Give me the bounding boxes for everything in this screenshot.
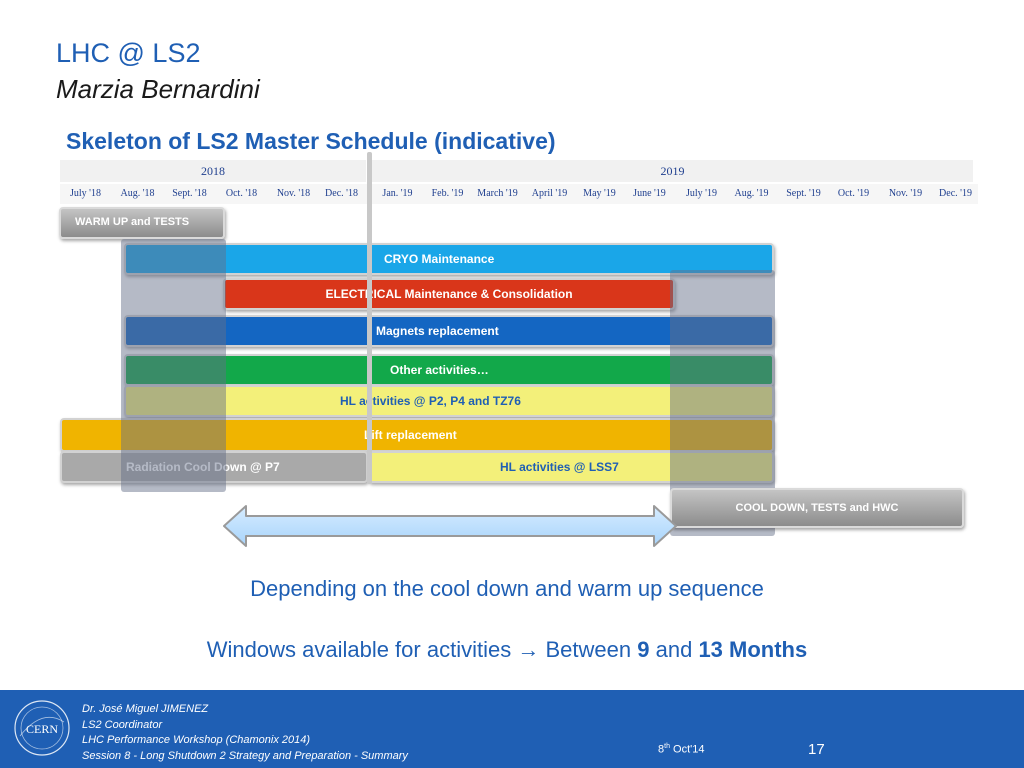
bar-warmup-tests: WARM UP and TESTS bbox=[59, 207, 225, 239]
bar-cryo-maintenance: CRYO Maintenance bbox=[124, 243, 774, 275]
footer-bar: CERN Dr. José Miguel JIMENEZ LS2 Coordin… bbox=[0, 690, 1024, 768]
bar-hl-p2-p4-tz76: HL activities @ P2, P4 and TZ76 bbox=[124, 385, 774, 417]
month-cell: Sept. '19 bbox=[786, 188, 821, 199]
bar-lift-replacement: Lift replacement bbox=[60, 418, 774, 452]
footer-credits: Dr. José Miguel JIMENEZ LS2 Coordinator … bbox=[82, 703, 408, 762]
month-cell: May '19 bbox=[583, 188, 616, 199]
year-2018: 2018 bbox=[60, 160, 366, 182]
schedule-heading: Skeleton of LS2 Master Schedule (indicat… bbox=[66, 128, 556, 154]
right-arrow-icon: → bbox=[517, 637, 540, 662]
month-cell: Jan. '19 bbox=[382, 188, 413, 199]
slide-title: LHC @ LS2 bbox=[56, 38, 201, 68]
warmup-window-shade bbox=[121, 239, 226, 492]
month-cell: Oct. '19 bbox=[837, 188, 870, 199]
month-cell: Aug. '19 bbox=[734, 188, 769, 199]
month-row: July '18 Aug. '18 Sept. '18 Oct. '18 Nov. '1… bbox=[60, 184, 978, 204]
slide-subtitle: Marzia Bernardini bbox=[56, 74, 260, 104]
bar-hl-lss7: HL activities @ LSS7 bbox=[368, 451, 774, 483]
month-cell: Nov. '19 bbox=[888, 188, 923, 199]
bar-cooldown-tests-hwc: COOL DOWN, TESTS and HWC bbox=[670, 488, 964, 528]
month-cell: April '19 bbox=[531, 188, 568, 199]
svg-text:CERN: CERN bbox=[26, 722, 58, 736]
year-2019: 2019 bbox=[372, 160, 973, 182]
month-cell: Feb. '19 bbox=[431, 188, 464, 199]
cern-logo-icon: CERN bbox=[14, 700, 70, 756]
month-cell: Dec. '19 bbox=[939, 188, 972, 199]
month-cell: Dec. '18 bbox=[325, 188, 358, 199]
year-divider bbox=[367, 152, 372, 484]
page-number: 17 bbox=[808, 741, 825, 758]
note-cooldown-sequence: Depending on the cool down and warm up s… bbox=[250, 576, 764, 601]
bar-electrical: ELECTRICAL Maintenance & Consolidation bbox=[223, 278, 675, 310]
month-cell: July '19 bbox=[686, 188, 717, 199]
month-cell: March '19 bbox=[477, 188, 518, 199]
bar-magnets: Magnets replacement bbox=[124, 315, 774, 347]
window-double-arrow bbox=[223, 505, 677, 547]
month-cell: Oct. '18 bbox=[225, 188, 258, 199]
month-cell: Sept. '18 bbox=[172, 188, 207, 199]
month-cell: July '18 bbox=[70, 188, 101, 199]
footer-date: 8th Oct'14 bbox=[658, 743, 705, 756]
note-window-months: Windows available for activities → Betwe… bbox=[206, 637, 808, 662]
bar-other-activities: Other activities… bbox=[124, 354, 774, 386]
month-cell: June '19 bbox=[633, 188, 666, 199]
bar-radiation-cooldown: Radiation Cool Down @ P7 bbox=[60, 451, 368, 483]
month-cell: Nov. '18 bbox=[276, 188, 311, 199]
month-cell: Aug. '18 bbox=[120, 188, 155, 199]
